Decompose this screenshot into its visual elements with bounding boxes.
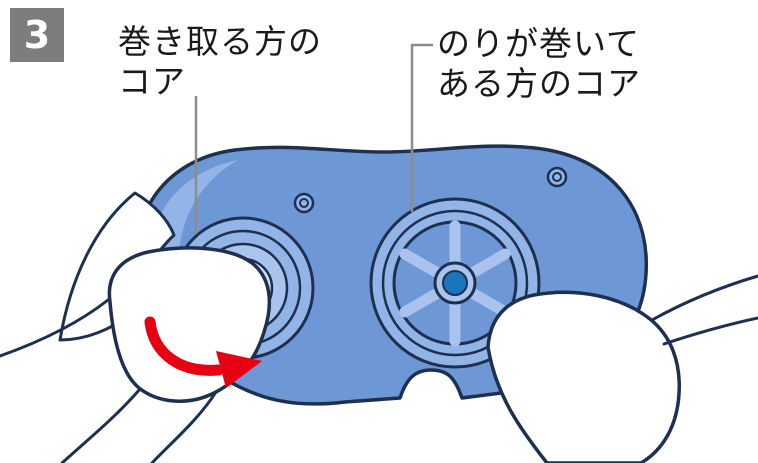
rotation-arrow-arc	[144, 316, 224, 376]
label-takeup-core-line1: 巻き取る方の	[118, 22, 322, 61]
right-hand	[486, 274, 758, 463]
glue-core-spokes	[399, 220, 511, 347]
label-glue-core: のりが巻いて ある方のコア	[437, 24, 641, 104]
label-glue-core-line1: のりが巻いて	[437, 24, 641, 63]
left-hand-edge-line	[0, 298, 110, 358]
glue-core-ring	[381, 209, 529, 357]
leader-lines	[194, 43, 433, 234]
right-thumb-tip	[486, 290, 681, 463]
left-hand-lower-line-b	[150, 390, 218, 463]
glue-core-center-dot	[442, 270, 468, 296]
label-glue-core-line2: ある方のコア	[437, 64, 641, 103]
step-number-badge: 3	[10, 8, 64, 62]
rotation-arrow	[144, 316, 262, 388]
right-hand-edge-line-b	[662, 316, 758, 346]
right-leader-line	[410, 43, 433, 212]
right-hand-edge-line-a	[650, 274, 758, 322]
label-takeup-core: 巻き取る方の コア	[118, 22, 322, 102]
left-hand-lower-line-a	[60, 387, 142, 463]
label-takeup-core-line2: コア	[118, 62, 186, 101]
screw-right	[546, 166, 568, 188]
rotation-arrow-head	[216, 351, 262, 388]
screw-left	[293, 192, 315, 214]
